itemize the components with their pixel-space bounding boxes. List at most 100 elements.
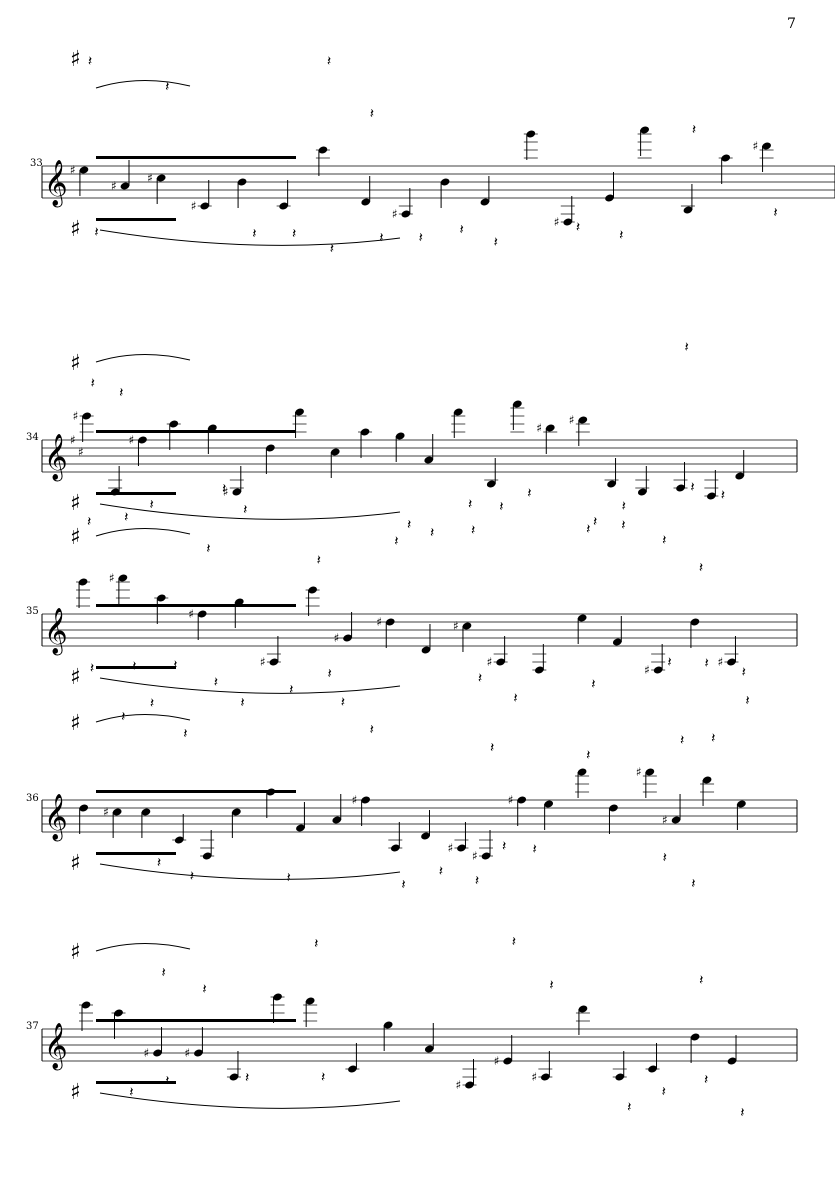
note-head xyxy=(612,638,622,646)
note-head xyxy=(421,832,430,840)
note-head xyxy=(383,1021,393,1029)
tie xyxy=(95,943,191,952)
rest: 𝄽 xyxy=(627,1100,631,1116)
note-head xyxy=(453,408,463,416)
sharp-accidental: ♯ xyxy=(70,491,81,516)
tie xyxy=(95,354,191,363)
slur xyxy=(99,677,401,694)
treble-clef: 𝄞 xyxy=(44,608,68,656)
page-number: 7 xyxy=(787,16,796,32)
sharp-accidental: ♯ xyxy=(70,851,81,876)
sharp-accidental: ♯ xyxy=(753,139,759,153)
note-head xyxy=(640,126,649,134)
note-head xyxy=(153,1049,162,1057)
rest: 𝄽 xyxy=(245,1070,249,1086)
note-head xyxy=(615,1073,625,1081)
rest: 𝄽 xyxy=(370,722,374,738)
tie xyxy=(95,80,191,89)
rest: 𝄽 xyxy=(165,79,169,95)
rest: 𝄽 xyxy=(173,657,177,673)
rest: 𝄽 xyxy=(502,839,506,855)
rest: 𝄽 xyxy=(379,230,383,246)
sharp-accidental: ♯ xyxy=(103,805,109,819)
note-head xyxy=(156,594,166,602)
rest: 𝄽 xyxy=(243,502,247,518)
tie xyxy=(95,528,191,537)
rest: 𝄽 xyxy=(190,868,194,884)
rest: 𝄽 xyxy=(124,510,128,526)
rest: 𝄽 xyxy=(157,855,161,871)
note-head xyxy=(112,808,122,816)
sharp-accidental: ♯ xyxy=(70,47,81,72)
rest: 𝄽 xyxy=(499,499,503,515)
beam xyxy=(96,790,296,793)
rest: 𝄽 xyxy=(202,981,206,997)
note-head xyxy=(517,796,527,804)
rest: 𝄽 xyxy=(586,522,590,538)
slur xyxy=(99,863,401,880)
rest: 𝄽 xyxy=(292,226,296,242)
sharp-accidental: ♯ xyxy=(128,433,134,447)
sharp-accidental: ♯ xyxy=(569,413,575,427)
rest: 𝄽 xyxy=(330,241,334,257)
rest: 𝄽 xyxy=(150,497,154,513)
beam xyxy=(96,156,296,159)
note-head xyxy=(727,658,736,666)
note-head xyxy=(200,202,210,210)
note-head xyxy=(308,586,317,594)
rest: 𝄽 xyxy=(593,514,597,530)
sharp-accidental: ♯ xyxy=(70,711,81,736)
rest: 𝄽 xyxy=(667,654,671,670)
rest: 𝄽 xyxy=(619,227,623,243)
rest: 𝄽 xyxy=(690,479,694,495)
sharp-accidental: ♯ xyxy=(376,615,382,629)
rest: 𝄽 xyxy=(394,533,398,549)
rest: 𝄽 xyxy=(740,1105,744,1121)
note-head xyxy=(421,646,431,654)
sharp-accidental: ♯ xyxy=(73,409,79,423)
sharp-accidental: ♯ xyxy=(487,655,493,669)
sharp-accidental: ♯ xyxy=(554,215,560,229)
note-head xyxy=(465,1081,474,1089)
rest: 𝄽 xyxy=(222,481,226,497)
note-head xyxy=(605,194,614,202)
note-head xyxy=(79,166,89,174)
rest: 𝄽 xyxy=(165,1073,169,1089)
rest: 𝄽 xyxy=(527,485,531,501)
measure-number: 34 xyxy=(26,432,39,443)
note-head xyxy=(563,218,573,226)
rest: 𝄽 xyxy=(119,385,123,401)
sharp-accidental: ♯ xyxy=(144,1046,150,1060)
rest: 𝄽 xyxy=(586,748,590,764)
note-head xyxy=(330,448,340,456)
sharp-accidental: ♯ xyxy=(644,663,650,677)
note-head xyxy=(486,480,496,488)
note-head xyxy=(706,492,716,500)
sharp-accidental: ♯ xyxy=(392,207,398,221)
note-head xyxy=(296,824,305,832)
sharp-accidental: ♯ xyxy=(70,525,81,550)
note-head xyxy=(481,852,491,860)
rest: 𝄽 xyxy=(314,936,318,952)
rest: 𝄽 xyxy=(459,222,463,238)
sharp-accidental: ♯ xyxy=(636,765,642,779)
note-head xyxy=(169,420,179,428)
note-head xyxy=(141,808,151,816)
note-head xyxy=(578,416,588,424)
rest: 𝄽 xyxy=(183,726,187,742)
note-head xyxy=(676,484,685,492)
rest: 𝄽 xyxy=(692,122,696,138)
measure-number: 37 xyxy=(26,1021,39,1032)
note-head xyxy=(671,816,681,824)
rest: 𝄽 xyxy=(704,1072,708,1088)
measure-number: 35 xyxy=(26,606,39,617)
beam xyxy=(96,492,176,495)
note-head xyxy=(231,808,241,816)
rest: 𝄽 xyxy=(475,873,479,889)
note-head xyxy=(653,666,663,674)
sharp-accidental: ♯ xyxy=(536,421,542,435)
sharp-accidental: ♯ xyxy=(70,665,81,690)
note-head xyxy=(78,578,88,586)
